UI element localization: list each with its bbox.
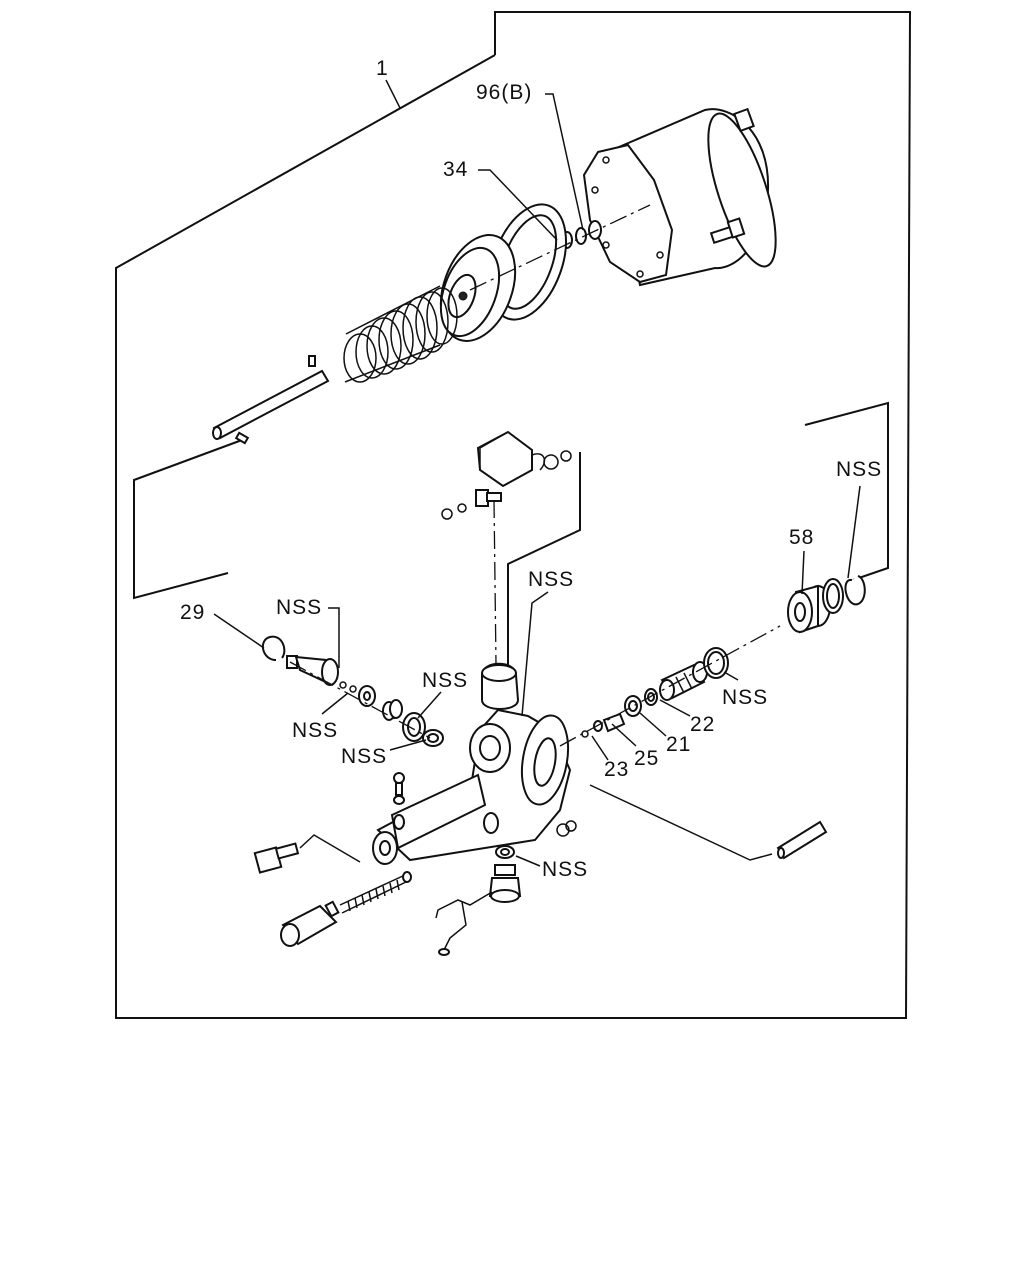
bracket-bolt-and-nut xyxy=(441,489,502,520)
callout-nss-bottom: NSS xyxy=(542,858,588,881)
callout-34: 34 xyxy=(443,158,468,181)
body-boss-nut xyxy=(556,820,577,837)
left-plunger xyxy=(286,655,339,686)
sensor-wire-tail xyxy=(443,901,467,951)
left-bolt-leader xyxy=(299,834,361,863)
top-centerline xyxy=(469,204,651,291)
callout-1: 1 xyxy=(376,57,389,80)
leader-29 xyxy=(213,613,265,649)
left-ring-seal xyxy=(402,712,426,742)
motor-housing xyxy=(582,107,777,287)
left-small-washers xyxy=(339,681,376,707)
leader-nss-center xyxy=(521,591,549,717)
leader-nss-mid xyxy=(417,691,442,719)
bracket-cover xyxy=(476,430,572,488)
bleed-nipple xyxy=(393,772,405,805)
left-group-bracket xyxy=(133,439,243,600)
leader-nss-left-ring xyxy=(389,739,427,751)
leader-25 xyxy=(611,723,637,747)
left-o-ring-lower xyxy=(422,729,444,747)
callout-nss-center: NSS xyxy=(528,568,574,591)
push-rod xyxy=(212,355,330,445)
leader-nss-top-right xyxy=(847,485,861,579)
callout-nss-right-ring: NSS xyxy=(722,686,768,709)
leader-23 xyxy=(591,735,609,761)
leader-22 xyxy=(659,699,691,717)
right-valve-sleeve xyxy=(659,661,708,701)
leader-1 xyxy=(385,79,401,109)
leader-nss-left-low xyxy=(321,692,349,715)
callout-22: 22 xyxy=(690,713,715,736)
right-o-ring xyxy=(703,647,729,679)
callout-58: 58 xyxy=(789,526,814,549)
snap-ring-29 xyxy=(261,635,286,661)
bracket-centerline xyxy=(493,499,497,665)
callout-nss-upper-left: NSS xyxy=(276,596,322,619)
callout-nss-left-low: NSS xyxy=(292,719,338,742)
left-centerline xyxy=(289,661,431,739)
callout-nss-top-right: NSS xyxy=(836,458,882,481)
leader-34 xyxy=(478,169,558,241)
callout-23: 23 xyxy=(604,758,629,781)
sensor-wire xyxy=(435,891,493,919)
leader-nss-upper-left xyxy=(328,607,340,668)
bearing-washer xyxy=(822,578,844,614)
callout-21: 21 xyxy=(666,733,691,756)
left-spring-small xyxy=(382,699,403,721)
bracket-connector-line xyxy=(507,452,581,690)
bearing-snap-ring xyxy=(844,575,866,606)
diaphragm-plate xyxy=(439,234,517,342)
callout-25: 25 xyxy=(634,747,659,770)
bottom-seal-washer xyxy=(495,845,515,859)
callout-29: 29 xyxy=(180,601,205,624)
coil-spring xyxy=(343,285,458,383)
leader-21 xyxy=(639,712,667,737)
right-pin-leader xyxy=(589,784,773,861)
leader-nss-bottom xyxy=(515,855,541,867)
switch-sensor xyxy=(488,864,522,903)
leader-nss-right-ring xyxy=(723,671,739,681)
assembly-frame-outline xyxy=(115,11,912,1019)
valve-body xyxy=(372,708,572,865)
rubber-cap xyxy=(481,662,520,710)
callout-nss-mid: NSS xyxy=(422,669,468,692)
callout-96b: 96(B) xyxy=(476,81,532,104)
callout-nss-left-ring: NSS xyxy=(341,745,387,768)
right-group-bracket xyxy=(804,401,889,581)
right-centerline xyxy=(559,625,781,747)
leader-96b xyxy=(545,93,584,231)
adjusting-screw-assembly xyxy=(280,871,412,947)
leader-58 xyxy=(801,550,805,595)
right-shaft-pin xyxy=(776,820,828,860)
left-hex-bolt xyxy=(253,842,300,874)
wire-terminal xyxy=(438,948,450,956)
motor-mounting-bolt xyxy=(709,217,746,245)
